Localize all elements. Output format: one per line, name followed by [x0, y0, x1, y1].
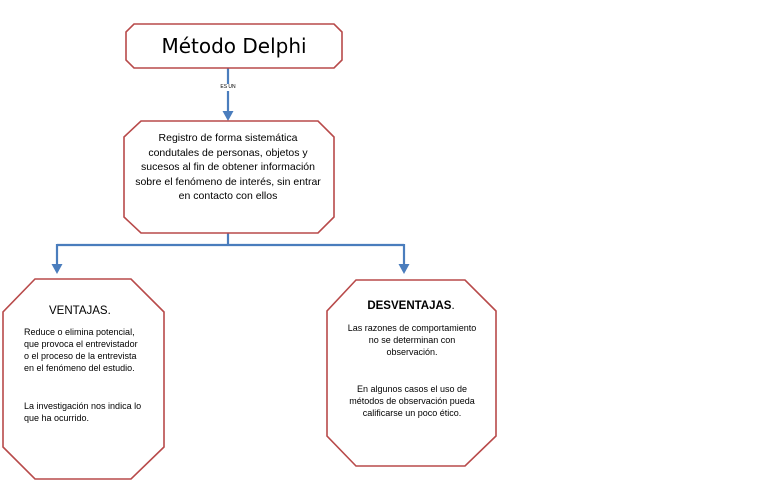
disadvantages-paragraph-1: Las razones de comportamiento no se dete… — [347, 323, 477, 357]
connector-definition-to-branches — [51, 233, 410, 274]
diagram-title: Método Delphi — [161, 34, 307, 58]
advantages-heading: VENTAJAS. — [49, 305, 111, 317]
disadvantages-paragraph-2: En algunos casos el uso de métodos de ob… — [349, 384, 475, 418]
advantages-box — [2, 278, 165, 480]
relation-label: ES UN — [208, 84, 248, 91]
title-box — [125, 23, 343, 69]
definition-text: Registro de forma sistemática condutales… — [135, 132, 321, 202]
connector-title-to-definition — [222, 68, 234, 121]
definition-box — [123, 120, 335, 234]
disadvantages-heading-wrap: DESVENTAJAS. — [330, 300, 492, 312]
disadvantages-heading-suffix: . — [451, 300, 455, 312]
disadvantages-heading: DESVENTAJAS — [367, 300, 452, 312]
advantages-paragraph-2: La investigación nos indica lo que ha oc… — [24, 401, 142, 423]
advantages-paragraph-1: Reduce o elimina potencial, que provoca … — [24, 327, 138, 373]
disadvantages-box — [326, 279, 497, 467]
